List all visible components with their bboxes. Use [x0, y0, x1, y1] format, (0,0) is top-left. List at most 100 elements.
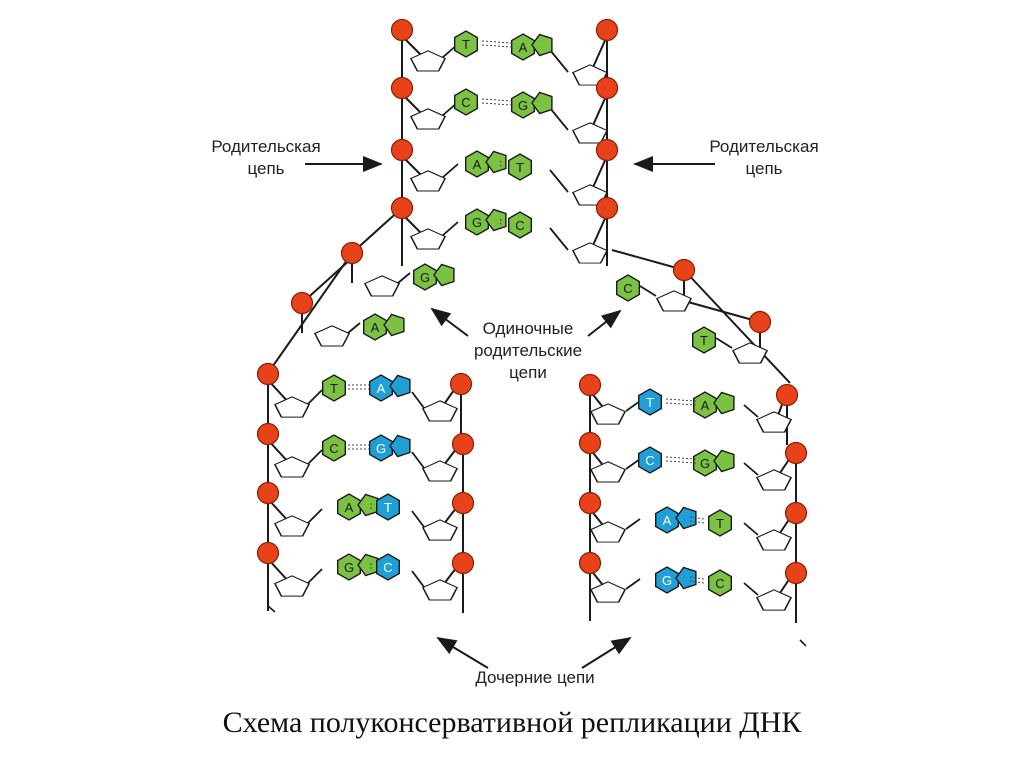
sugar-pentagon — [755, 469, 793, 491]
purine-ring-6 — [465, 150, 489, 178]
purine-ring-5 — [433, 263, 455, 287]
backbone-segment — [307, 568, 323, 584]
backbone-segment — [411, 391, 425, 409]
sugar-pentagon — [589, 581, 627, 603]
base-letter: A — [473, 157, 482, 172]
sugar-pentagon — [421, 400, 459, 422]
base-letter: G — [662, 573, 672, 588]
label-daughter-strands: Дочерние цепи — [475, 668, 595, 687]
purine-ring-5 — [389, 374, 411, 398]
base-C: C — [616, 274, 640, 302]
pyrimidine-ring — [638, 388, 662, 416]
base-letter: G — [518, 98, 528, 113]
pyrimidine-ring — [454, 88, 478, 116]
purine-ring-5 — [383, 313, 405, 337]
phosphate-circle — [672, 258, 696, 282]
base-C: C — [322, 434, 346, 462]
base-A: A — [655, 506, 697, 534]
base-letter: T — [384, 500, 392, 515]
phosphate-circle — [595, 76, 619, 100]
backbone-segment — [411, 510, 425, 528]
label-parent-left: Родительская цепь — [211, 137, 321, 178]
backbone-segment — [307, 449, 323, 465]
base-letter: G — [700, 456, 710, 471]
purine-ring-6 — [337, 493, 361, 521]
backbone-segment — [743, 522, 759, 536]
backbone-segment — [639, 285, 657, 297]
base-T: T — [376, 493, 400, 521]
pyrimidine-ring — [376, 493, 400, 521]
base-letter: A — [519, 40, 528, 55]
purine-ring-6 — [511, 33, 535, 61]
phosphate-circle — [578, 491, 602, 515]
hydrogen-bond — [665, 460, 697, 464]
base-G: G — [369, 434, 411, 462]
backbone-segment — [799, 639, 807, 647]
arrow-single-right — [587, 309, 622, 337]
backbone-segment — [351, 207, 403, 254]
hydrogen-bond — [499, 164, 503, 168]
backbone-segment — [625, 458, 641, 470]
phosphate-circle — [775, 383, 799, 407]
arrow-daughter-right — [581, 636, 632, 669]
backbone-segment — [441, 163, 459, 179]
hydrogen-bond — [665, 456, 697, 460]
hydrogen-bond — [499, 160, 503, 164]
base-G: G — [693, 449, 735, 477]
phosphate-circle — [595, 196, 619, 220]
phosphate-circle — [784, 561, 808, 585]
base-letter: A — [701, 398, 710, 413]
sugar-pentagon — [409, 228, 447, 250]
base-T: T — [454, 30, 478, 58]
backbone-segment — [549, 107, 569, 131]
phosphate-circle — [256, 362, 280, 386]
base-A: A — [693, 391, 735, 419]
phosphate-circle — [784, 501, 808, 525]
purine-ring-5 — [389, 434, 411, 458]
phosphate-circle — [451, 432, 475, 456]
purine-ring-5 — [485, 150, 507, 174]
backbone-segment — [549, 227, 569, 251]
sugar-pentagon — [273, 515, 311, 537]
base-T: T — [692, 326, 716, 354]
sugar-pentagon — [731, 342, 769, 364]
backbone-segment — [441, 221, 459, 237]
sugar-pentagon — [655, 290, 693, 312]
pyrimidine-ring — [322, 374, 346, 402]
sugar-pentagon — [273, 396, 311, 418]
backbone-segment — [683, 269, 791, 384]
sugar-pentagon — [409, 108, 447, 130]
base-letter: G — [344, 560, 354, 575]
backbone-segment — [611, 249, 685, 271]
phosphate-circle — [748, 310, 772, 334]
pyrimidine-ring — [708, 509, 732, 537]
purine-ring-6 — [413, 263, 437, 291]
backbone-segment — [347, 322, 361, 334]
phosphate-circle — [390, 196, 414, 220]
base-letter: G — [420, 270, 430, 285]
sugar-pentagon — [755, 411, 793, 433]
sugar-pentagon — [571, 184, 609, 206]
base-letter: A — [377, 381, 386, 396]
base-letter: C — [515, 218, 524, 233]
label-single-parent-strands: Одиночные родительские цепи — [473, 319, 583, 382]
phosphate-circle — [390, 18, 414, 42]
purine-ring-5 — [531, 33, 553, 57]
backbone-segment — [549, 169, 569, 193]
base-A: A — [369, 374, 411, 402]
purine-ring-6 — [369, 434, 393, 462]
purine-ring-5 — [713, 449, 735, 473]
purine-ring-6 — [655, 506, 679, 534]
base-letter: C — [623, 281, 632, 296]
base-G: G — [511, 91, 553, 119]
base-G: G — [655, 566, 697, 594]
pyrimidine-ring — [508, 153, 532, 181]
backbone-segment — [549, 49, 569, 73]
base-G: G — [413, 263, 455, 291]
base-letter: C — [329, 441, 338, 456]
backbone-segment — [397, 272, 411, 284]
purine-ring-6 — [511, 91, 535, 119]
hydrogen-bond — [499, 222, 503, 226]
